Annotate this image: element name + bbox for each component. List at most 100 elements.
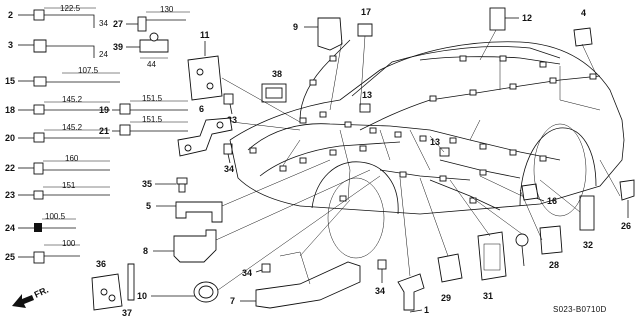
part-9-bracket: 9 [293,17,343,51]
part-14-sensor [515,233,529,267]
diagram-code: S023-B0710D [553,305,607,314]
label-9: 9 [293,22,298,32]
label-28: 28 [549,260,559,270]
label-17: 17 [361,7,371,17]
label-23: 23 [5,190,15,200]
car-body-outline [229,41,625,259]
part-25-band: 25 100 [5,239,80,264]
dim-19-length: 151.5 [142,94,163,103]
label-21: 21 [99,126,109,136]
label-18: 18 [5,105,15,115]
part-23-band: 23 151 [5,181,110,200]
leader-lines [215,29,621,291]
svg-text:FR.: FR. [33,285,50,300]
dim-21-length: 151.5 [142,115,163,124]
part-27-clip: 27 130 [113,5,190,32]
label-34-b: 34 [242,268,252,278]
part-32-cover: 32 [579,195,595,250]
part-12-cover: 12 [489,7,532,31]
front-arrow-icon: FR. [12,285,50,308]
part-35-bolt: 35 [142,177,188,193]
label-8: 8 [143,246,148,256]
dim-22-length: 160 [65,154,79,163]
label-24: 24 [5,223,15,233]
part-34-bolt-b: 34 [242,263,271,278]
label-3: 3 [8,40,13,50]
part-19-band: 19 151.5 [99,94,188,115]
label-35: 35 [142,179,152,189]
part-21-band: 21 151.5 [99,115,188,136]
label-32: 32 [583,240,593,250]
label-38: 38 [272,69,282,79]
part-10-grommet: 10 [137,281,219,303]
part-13-clip-a: 13 [359,90,372,113]
part-4-clip: 4 [573,8,593,47]
label-19: 19 [99,105,109,115]
part-39-holder: 39 44 [113,32,169,69]
label-4: 4 [581,8,586,18]
part-3-clip: 3 24 [8,39,108,59]
label-1: 1 [424,305,429,315]
dim-2-height: 34 [99,19,108,28]
dim-39-length: 44 [147,60,156,69]
part-16-clip: 16 [521,183,557,206]
label-25: 25 [5,252,15,262]
label-16: 16 [547,196,557,206]
part-33-clip: 33 [223,93,237,125]
label-29: 29 [441,293,451,303]
dim-15-length: 107.5 [78,66,99,75]
label-34-a: 34 [224,164,234,174]
part-34-bolt-a: 34 [223,143,234,174]
label-27: 27 [113,19,123,29]
part-8-bracket: 8 [143,229,217,263]
part-26-clip: 26 [619,179,635,231]
label-37: 37 [122,308,132,318]
label-11: 11 [200,30,210,40]
label-33: 33 [227,115,237,125]
label-39: 39 [113,42,123,52]
part-6-bracket: 6 [177,104,233,157]
dim-2-length: 122.5 [60,4,81,13]
part-37-stay: 37 [122,263,135,318]
label-22: 22 [5,163,15,173]
part-11-bracket: 11 [187,30,223,101]
dim-25-length: 100 [62,239,76,248]
part-29-connector: 29 [437,253,463,303]
label-31: 31 [483,291,493,301]
dim-20-length: 145.2 [62,123,83,132]
label-15: 15 [5,76,15,86]
label-13: 13 [362,90,372,100]
label-7: 7 [230,296,235,306]
part-5-bracket: 5 [146,201,223,223]
part-22-band: 22 160 [5,154,110,175]
label-5: 5 [146,201,151,211]
part-7-bracket: 7 [230,251,361,309]
part-1-bracket: 1 [397,273,429,315]
part-36-cover: 36 [91,259,123,311]
part-34-bolt-c: 34 [375,259,387,296]
part-38-module: 38 [261,69,287,103]
part-31-connector: 31 [477,231,507,301]
part-20-band: 20 145.2 [5,123,110,143]
part-2-clip: 2 122.5 34 [8,4,108,28]
label-10: 10 [137,291,147,301]
label-34-c: 34 [375,286,385,296]
part-15-band: 15 107.5 [5,66,120,87]
dim-18-length: 145.2 [62,95,83,104]
label-36: 36 [96,259,106,269]
dim-24-length: 100.5 [45,212,66,221]
label-20: 20 [5,133,15,143]
label-2: 2 [8,10,13,20]
label-12: 12 [522,13,532,23]
part-24-tie: 24 100.5 [5,212,76,233]
label-6: 6 [199,104,204,114]
dim-23-length: 151 [62,181,76,190]
part-28-connector: 28 [539,225,563,270]
part-18-band: 18 145.2 [5,95,110,115]
part-17-clip: 17 [357,7,373,37]
dim-3-height: 24 [99,50,108,59]
label-26: 26 [621,221,631,231]
wire-harness [247,39,601,211]
dim-27-length: 130 [160,5,174,14]
